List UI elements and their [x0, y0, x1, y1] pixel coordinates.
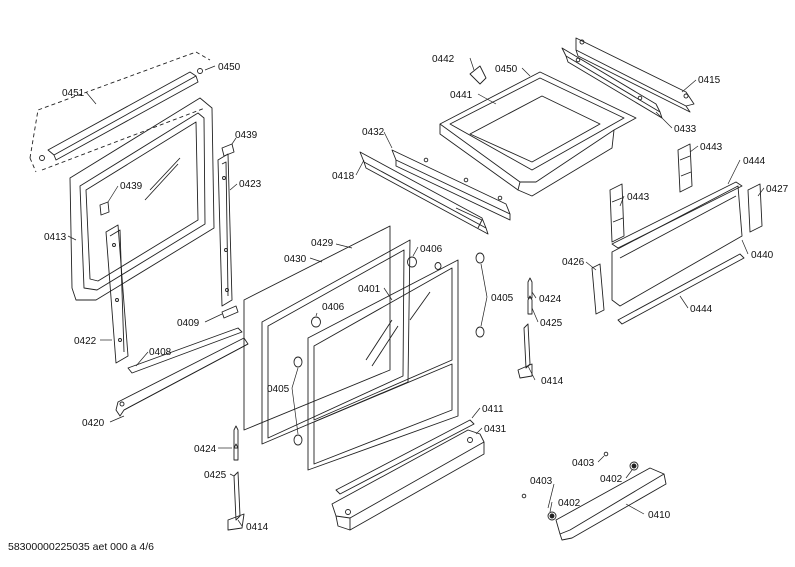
label-0433: 0433 [674, 124, 697, 135]
label-0405: 0405 [267, 384, 290, 395]
label-0409: 0409 [177, 318, 200, 329]
label-0424: 0424 [194, 444, 217, 455]
lower-door-rail [115, 327, 249, 417]
trim-strip-top [39, 68, 203, 161]
label-0443: 0443 [700, 142, 723, 153]
label-0439: 0439 [235, 130, 258, 141]
right-rail-0433 [561, 47, 663, 119]
label-0403: 0403 [572, 458, 595, 469]
hinge-left [227, 425, 245, 531]
side-strip-0432 [391, 149, 511, 221]
upper-tray [439, 71, 637, 197]
label-0422: 0422 [74, 336, 97, 347]
drawing-number: 58300000225035 aet 000 a 4/6 [8, 541, 154, 553]
leader-lines [67, 57, 765, 527]
right-support-strip [217, 153, 233, 307]
label-0425: 0425 [540, 318, 563, 329]
side-strip-0418 [359, 151, 489, 235]
label-0451: 0451 [62, 88, 85, 99]
control-panel-front [611, 181, 745, 325]
label-0426: 0426 [562, 257, 585, 268]
label-0420: 0420 [82, 418, 105, 429]
handle-0410 [555, 467, 667, 541]
label-0415: 0415 [698, 75, 721, 86]
label-0430: 0430 [284, 254, 307, 265]
label-0429: 0429 [311, 238, 334, 249]
label-0441: 0441 [450, 90, 473, 101]
label-0411: 0411 [482, 404, 504, 415]
side-cap-0427 [747, 183, 763, 233]
label-0423: 0423 [239, 179, 262, 190]
clip-parts [99, 143, 235, 216]
inner-glass-panel [69, 97, 215, 301]
front-door-panel [307, 259, 459, 471]
outer-panel-assembly-frame [29, 51, 211, 173]
label-0403: 0403 [530, 476, 553, 487]
clip-0409 [221, 305, 239, 319]
label-0450: 0450 [218, 62, 241, 73]
label-0431: 0431 [484, 424, 507, 435]
spacer-bumpers [293, 252, 485, 446]
label-0414: 0414 [246, 522, 269, 533]
label-0450: 0450 [495, 64, 518, 75]
label-0444: 0444 [690, 304, 713, 315]
seal-strip-0411 [335, 419, 475, 495]
label-0444: 0444 [743, 156, 766, 167]
label-0406: 0406 [420, 244, 443, 255]
label-0418: 0418 [332, 171, 355, 182]
part-labels: 0450 0451 0439 0439 0423 0413 0409 0422 … [44, 54, 789, 533]
label-0401: 0401 [358, 284, 381, 295]
label-0443: 0443 [627, 192, 650, 203]
label-0439: 0439 [120, 181, 143, 192]
hinge-right [517, 277, 533, 379]
label-0408: 0408 [149, 347, 172, 358]
label-0410: 0410 [648, 510, 671, 521]
label-0425: 0425 [204, 470, 227, 481]
label-0406: 0406 [322, 302, 345, 313]
side-cap-0426 [591, 263, 605, 315]
label-0442: 0442 [432, 54, 455, 65]
label-0424: 0424 [539, 294, 562, 305]
middle-glass-0429 [261, 239, 411, 445]
label-0402: 0402 [558, 498, 581, 509]
right-rail-0415 [575, 37, 695, 113]
brackets-0443 [609, 143, 693, 243]
label-0427: 0427 [766, 184, 789, 195]
label-0414: 0414 [541, 376, 564, 387]
clip-0442 [469, 65, 487, 85]
label-0413: 0413 [44, 232, 67, 243]
label-0440: 0440 [751, 250, 774, 261]
label-0405: 0405 [491, 293, 514, 304]
left-support-strip [105, 224, 129, 364]
label-0402: 0402 [600, 474, 623, 485]
bottom-rail-0431 [331, 429, 485, 531]
screws [521, 451, 639, 521]
label-0432: 0432 [362, 127, 385, 138]
middle-glass-0430 [243, 225, 391, 431]
